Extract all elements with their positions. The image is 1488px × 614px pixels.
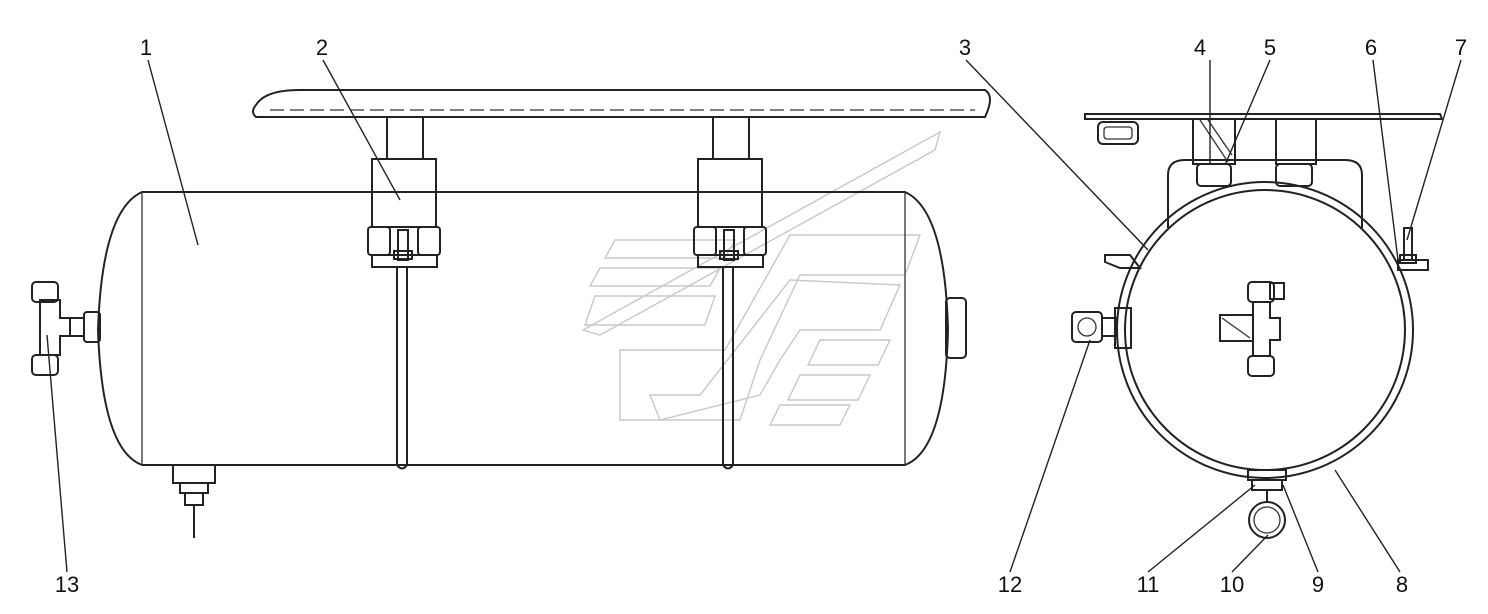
bracket-left [367,116,441,470]
callout-6: 6 [1365,35,1377,60]
callout-7: 7 [1455,35,1467,60]
end-view-fitting [1071,311,1117,343]
mounting-plate [252,89,991,118]
callout-labels: 1 2 3 4 5 6 7 8 9 10 11 12 13 [55,35,1467,597]
leader-lines [46,59,1462,573]
callout-9: 9 [1312,572,1324,597]
drain-valve-side [172,464,216,538]
callout-2: 2 [316,35,328,60]
callout-8: 8 [1396,572,1408,597]
end-view-plate [1084,113,1444,120]
bracket-right [693,116,767,470]
side-view [31,89,991,538]
tank-body [96,191,950,466]
tank-end [1124,189,1406,471]
callout-11: 11 [1137,572,1160,597]
end-view [1071,113,1444,539]
callout-13: 13 [55,572,79,597]
callout-10: 10 [1220,572,1244,597]
callout-4: 4 [1194,35,1206,60]
callout-3: 3 [959,35,971,60]
callout-1: 1 [140,35,152,60]
callout-12: 12 [998,572,1022,597]
end-view-drain [1247,469,1287,539]
callout-5: 5 [1264,35,1276,60]
end-view-tee [1219,281,1285,377]
tee-fitting [31,281,101,376]
